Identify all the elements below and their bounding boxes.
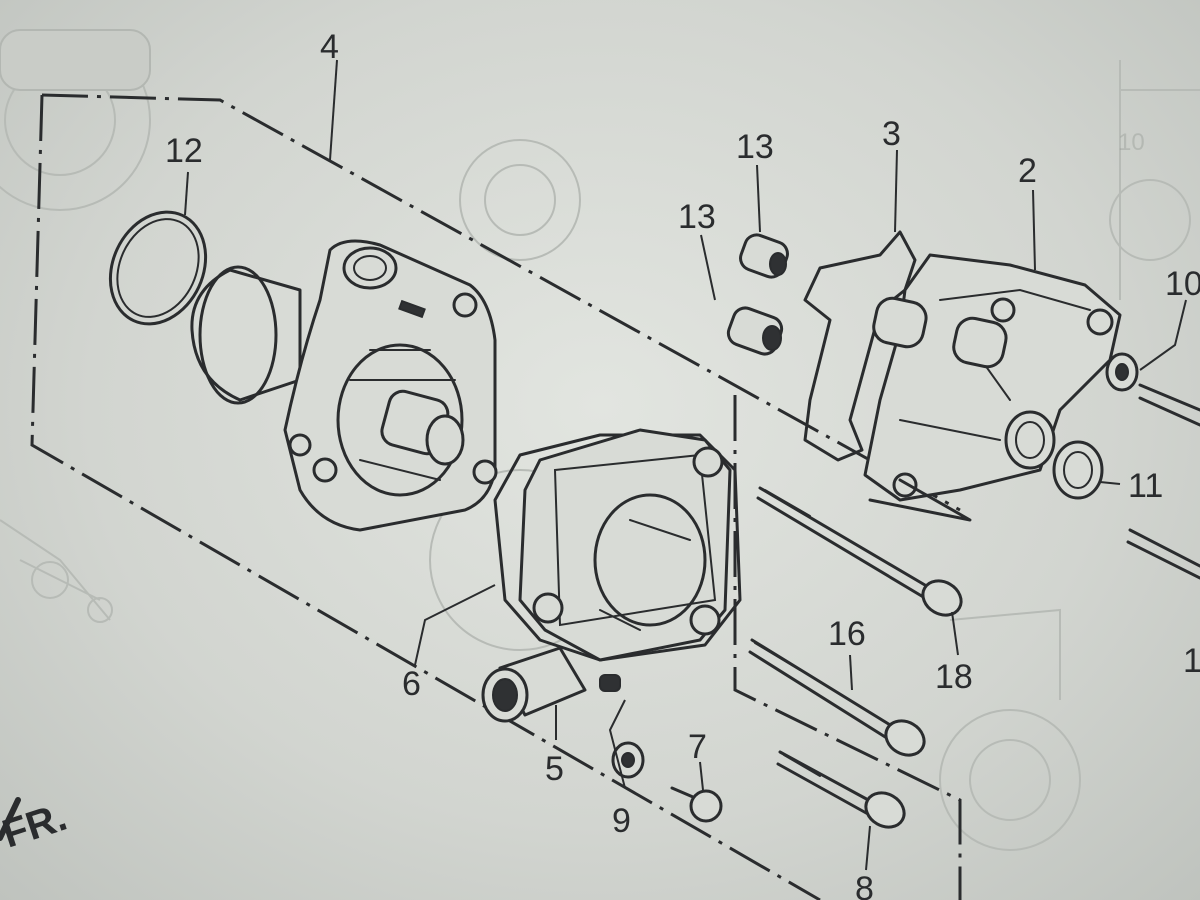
callout-labels: 4 12 13 13 3 2 10 11 6 5 9 7 16 18 8 10 … xyxy=(165,28,1200,900)
callout-7: 7 xyxy=(688,728,707,766)
bolt-part-8 xyxy=(776,750,906,829)
washer-part-10 xyxy=(1105,352,1200,427)
callout-right-edge: 1 xyxy=(1183,642,1200,680)
dowel-collar-part-13-lower xyxy=(726,306,784,356)
gasket-part-3 xyxy=(803,230,917,462)
callout-13-lower: 13 xyxy=(678,198,716,236)
faded-background-print xyxy=(0,29,1200,851)
leader-lines xyxy=(184,59,1187,871)
callout-2: 2 xyxy=(1018,152,1037,190)
front-marker-text: FR. xyxy=(0,795,72,857)
water-pump-body-part-4 xyxy=(190,239,498,532)
callout-5: 5 xyxy=(545,750,564,788)
callout-10: 10 xyxy=(1165,265,1200,303)
callout-18: 18 xyxy=(935,658,973,696)
pump-cover-part-5 xyxy=(481,428,732,723)
dowel-collar-part-13-upper xyxy=(739,233,789,279)
seal-part-11 xyxy=(1052,440,1104,500)
callout-4: 4 xyxy=(320,28,339,66)
callout-8: 8 xyxy=(855,870,874,900)
front-direction-marker: FR. xyxy=(0,795,72,857)
callout-16: 16 xyxy=(828,615,866,653)
bolt-part-7 xyxy=(670,786,723,823)
callout-background-10: 10 xyxy=(1118,129,1145,156)
o-ring-part-12 xyxy=(108,210,208,326)
bolt-part-18 xyxy=(756,486,963,617)
callout-3: 3 xyxy=(882,115,901,153)
callout-12: 12 xyxy=(165,132,203,170)
housing-part-2 xyxy=(863,253,1122,522)
callout-11: 11 xyxy=(1128,467,1163,505)
bolt-right-edge xyxy=(1126,528,1200,580)
bolt-part-16 xyxy=(748,638,926,757)
callout-6: 6 xyxy=(402,665,421,703)
callout-9: 9 xyxy=(612,802,631,840)
callout-13-upper: 13 xyxy=(736,128,774,166)
assembly-boundary-frame xyxy=(30,93,962,900)
